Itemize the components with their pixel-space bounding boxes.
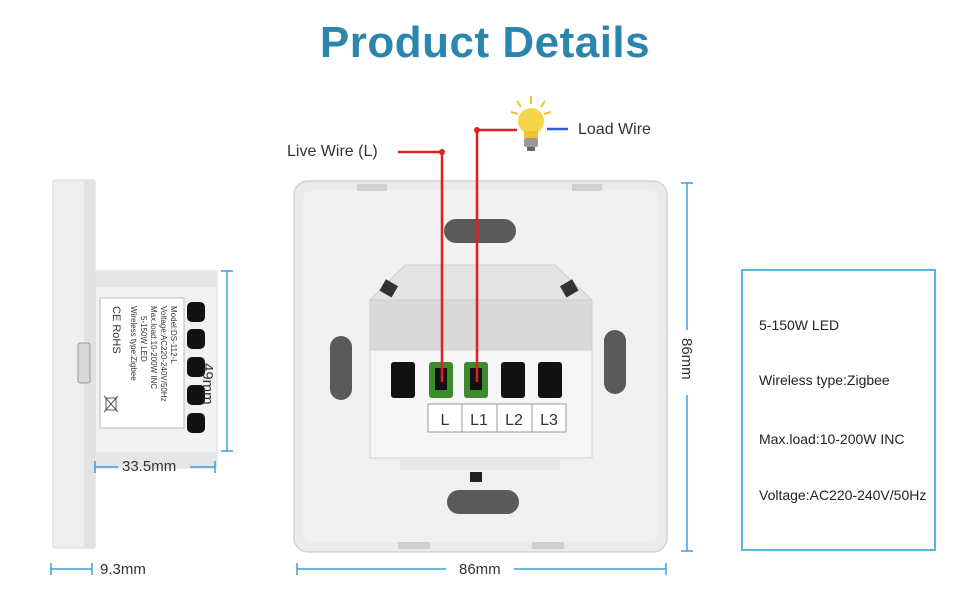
side-label-line-1: Model:DS-112-L xyxy=(169,306,178,364)
spec-max-load: Max.load:10-200W INC xyxy=(759,431,905,447)
terminal-hole-left xyxy=(391,362,415,398)
terminal-label-L1: L1 xyxy=(470,412,488,429)
side-clip xyxy=(77,342,91,384)
dim-49mm-label: 49mm xyxy=(199,363,216,405)
load-wire-label: Load Wire xyxy=(578,121,651,138)
mount-slot-left xyxy=(330,336,352,400)
side-label-sticker xyxy=(99,297,185,429)
wheelie-bin-icon xyxy=(103,395,119,413)
side-label-line-3: Max.load:10-200W INC xyxy=(149,306,158,389)
dim-33-5mm-line xyxy=(94,461,216,473)
spec-led: 5-150W LED xyxy=(759,317,840,333)
terminal-label-L2: L2 xyxy=(505,412,523,429)
terminal-hole-L2 xyxy=(501,362,525,398)
terminal-hole-L3 xyxy=(538,362,562,398)
dim-33-5mm-label: 33.5mm xyxy=(122,458,177,475)
mount-slot-top xyxy=(444,219,516,243)
terminal-label-L3: L3 xyxy=(540,412,558,429)
side-label-line-4: 5-150W LED xyxy=(139,316,148,362)
spec-voltage: Voltage:AC220-240V/50Hz xyxy=(759,487,927,503)
side-label-cert: CE RoHS xyxy=(110,306,122,354)
side-view: Model:DS-112-L Voltage:AC220-240V/50Hz M… xyxy=(50,179,233,575)
terminal-label-L: L xyxy=(441,412,450,429)
dim-9-3mm-label: 9.3mm xyxy=(100,561,146,578)
mount-slot-right xyxy=(604,330,626,394)
dim-9-3mm-line xyxy=(50,563,93,575)
back-body-top xyxy=(368,264,594,301)
dim-49mm-line xyxy=(221,270,233,452)
dim-86mm-width-line xyxy=(296,563,667,575)
side-label-line-2: Voltage:AC220-240V/50Hz xyxy=(159,306,168,402)
mount-slot-bottom xyxy=(447,490,519,514)
back-view: L L1 L2 L3 xyxy=(293,96,693,575)
light-bulb-icon xyxy=(510,96,552,151)
live-wire-label: Live Wire (L) xyxy=(287,143,378,160)
spec-wireless: Wireless type:Zigbee xyxy=(759,372,890,388)
dim-86mm-height-label: 86mm xyxy=(678,338,695,380)
spec-box: 5-150W LED Wireless type:Zigbee Max.load… xyxy=(741,269,936,551)
page-title: Product Details xyxy=(319,18,651,67)
dim-86mm-height-line xyxy=(681,182,693,552)
side-label-line-5: Wireless type:Zigbee xyxy=(129,306,138,381)
dim-86mm-width-label: 86mm xyxy=(459,561,501,578)
